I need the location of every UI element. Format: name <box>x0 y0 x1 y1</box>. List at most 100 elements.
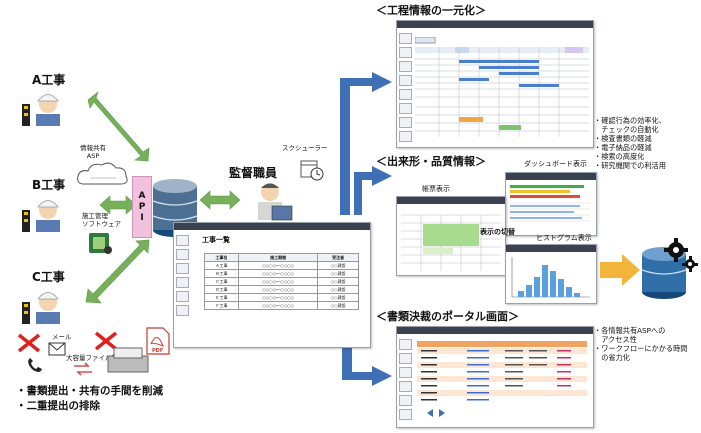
cell: Ａ工事 <box>203 261 240 270</box>
api-box: A P I <box>132 176 152 238</box>
histogram-label: ヒストグラム表示 <box>536 234 592 242</box>
software-icon <box>89 233 112 254</box>
cell: Ｅ工事 <box>203 293 240 302</box>
printer-icon <box>107 347 149 373</box>
histogram-window <box>505 244 597 304</box>
cell: ○○○○〜○○○○ <box>238 261 319 270</box>
dashboard-bars <box>510 185 590 222</box>
green-arrow-db-super <box>199 190 241 210</box>
table-row[interactable]: Ｂ工事○○○○〜○○○○○○建設 <box>203 269 359 278</box>
portal-window <box>396 326 594 428</box>
red-x-icon <box>17 333 41 353</box>
cell: ○○○○〜○○○○ <box>238 285 319 294</box>
big-file-label: 大容量ファイル転送 <box>66 354 125 362</box>
pdf-icon <box>146 327 170 355</box>
project-table: 工事名 施工期間 受注者 Ａ工事○○○○〜○○○○○○建設 Ｂ工事○○○○〜○○… <box>203 253 359 310</box>
cell: ○○建設 <box>317 293 359 302</box>
worker-icon <box>22 94 60 126</box>
bottom-note-2: ・二重提出の排除 <box>16 400 100 412</box>
dashboard-label: ダッシュボード表示 <box>524 160 587 168</box>
gold-arrow <box>600 254 640 286</box>
construction-sw-label: 施工管理 ソフトウェア <box>82 212 121 228</box>
cell: ○○建設 <box>317 301 359 310</box>
table-row[interactable]: Ｃ工事○○○○〜○○○○○○建設 <box>203 277 359 286</box>
mail-label: メール <box>52 333 72 341</box>
form-sheet <box>401 207 501 271</box>
benefit-item: ・検索の高度化 <box>594 152 645 161</box>
th-name: 工事名 <box>203 253 240 262</box>
window-titlebar <box>506 173 596 180</box>
blue-arrow-up <box>340 72 392 215</box>
benefit-item: ・確認行為の効率化、 <box>594 116 666 125</box>
th-period: 施工期間 <box>238 253 319 262</box>
green-arrow-c <box>85 239 150 304</box>
project-c-label: C工事 <box>32 270 65 284</box>
benefits-list-2: ・各情報共有ASPへの アクセス性 ・ワークフローにかかる時間 の省力化 <box>594 326 687 362</box>
benefit-item: の省力化 <box>594 353 630 362</box>
window-titlebar <box>397 21 593 28</box>
section-title-schedule: ＜工程情報の一元化＞ <box>376 4 486 17</box>
cell: ○○○○〜○○○○ <box>238 269 319 278</box>
form-label: 帳票表示 <box>422 185 450 193</box>
schedule-window <box>396 20 594 148</box>
project-b-label: B工事 <box>32 178 66 192</box>
section-title-quality: ＜出来形・品質情報＞ <box>376 155 486 168</box>
cell: ○○建設 <box>317 261 359 270</box>
benefit-item: ・ワークフローにかかる時間 <box>594 344 688 353</box>
bottom-note-1: ・書類提出・共有の手間を削減 <box>16 385 163 397</box>
red-x-icon <box>94 331 118 351</box>
blue-arrow-down <box>342 325 392 386</box>
table-row[interactable]: Ｅ工事○○○○〜○○○○○○建設 <box>203 293 359 302</box>
window-titlebar <box>397 197 505 204</box>
benefit-item: ・研究機関での利活用 <box>594 161 666 170</box>
table-row[interactable]: Ｄ工事○○○○〜○○○○○○建設 <box>203 285 359 294</box>
table-row[interactable]: Ａ工事○○○○〜○○○○○○建設 <box>203 261 359 270</box>
section-title-portal: ＜書類決裁のポータル画面＞ <box>376 310 519 323</box>
portal-table <box>417 341 587 417</box>
worker-icon <box>22 200 60 232</box>
cell: Ｃ工事 <box>203 277 240 286</box>
scheduler-icon <box>300 160 324 181</box>
supervisor-icon <box>258 183 293 221</box>
cell: Ｂ工事 <box>203 269 240 278</box>
table-row[interactable]: Ｆ工事○○○○〜○○○○○○建設 <box>203 301 359 310</box>
pdf-label: PDF <box>152 348 164 354</box>
project-a-label: A工事 <box>32 73 66 87</box>
worker-icon <box>22 292 60 324</box>
window-sidebar <box>399 33 412 145</box>
dashboard-window <box>505 172 597 236</box>
window-sidebar <box>176 235 189 319</box>
window-titlebar <box>397 327 593 334</box>
benefit-item: ・検査書類の軽減 <box>594 134 652 143</box>
cloud-icon <box>77 162 128 185</box>
api-label: A P I <box>138 190 146 223</box>
gear-icon <box>664 238 698 272</box>
cell: Ｆ工事 <box>203 301 240 310</box>
window-titlebar <box>506 245 596 252</box>
benefit-item: ・電子納品の軽減 <box>594 143 652 152</box>
mail-icon <box>48 342 66 356</box>
supervisor-label: 監督職員 <box>229 166 278 180</box>
form-window <box>396 196 506 276</box>
cell: ○○建設 <box>317 277 359 286</box>
transfer-icon <box>74 362 92 376</box>
benefit-item: ・各情報共有ASPへの <box>594 326 666 335</box>
gantt-chart <box>415 37 589 137</box>
green-arrow-a <box>87 91 150 162</box>
window-sidebar <box>399 339 412 423</box>
switch-label: 表示の切替 <box>480 228 515 236</box>
scheduler-label: スクシューラー <box>282 144 328 152</box>
th-contractor: 受注者 <box>317 253 359 262</box>
cell: ○○○○〜○○○○ <box>238 277 319 286</box>
asp-label: 情報共有 ASP <box>80 144 106 160</box>
benefit-item: チェックの自動化 <box>594 125 659 134</box>
window-titlebar <box>174 223 370 230</box>
phone-icon <box>28 358 42 372</box>
benefits-list-1: ・確認行為の効率化、 チェックの自動化 ・検査書類の軽減 ・電子納品の軽減 ・検… <box>594 116 666 170</box>
benefit-item: アクセス性 <box>594 335 637 344</box>
cell: ○○○○〜○○○○ <box>238 293 319 302</box>
cell: Ｄ工事 <box>203 285 240 294</box>
project-list-title: 工事一覧 <box>202 236 230 244</box>
project-list-window: 工事一覧 工事名 施工期間 受注者 Ａ工事○○○○〜○○○○○○建設 Ｂ工事○○… <box>173 222 371 348</box>
histogram-chart <box>511 257 590 298</box>
